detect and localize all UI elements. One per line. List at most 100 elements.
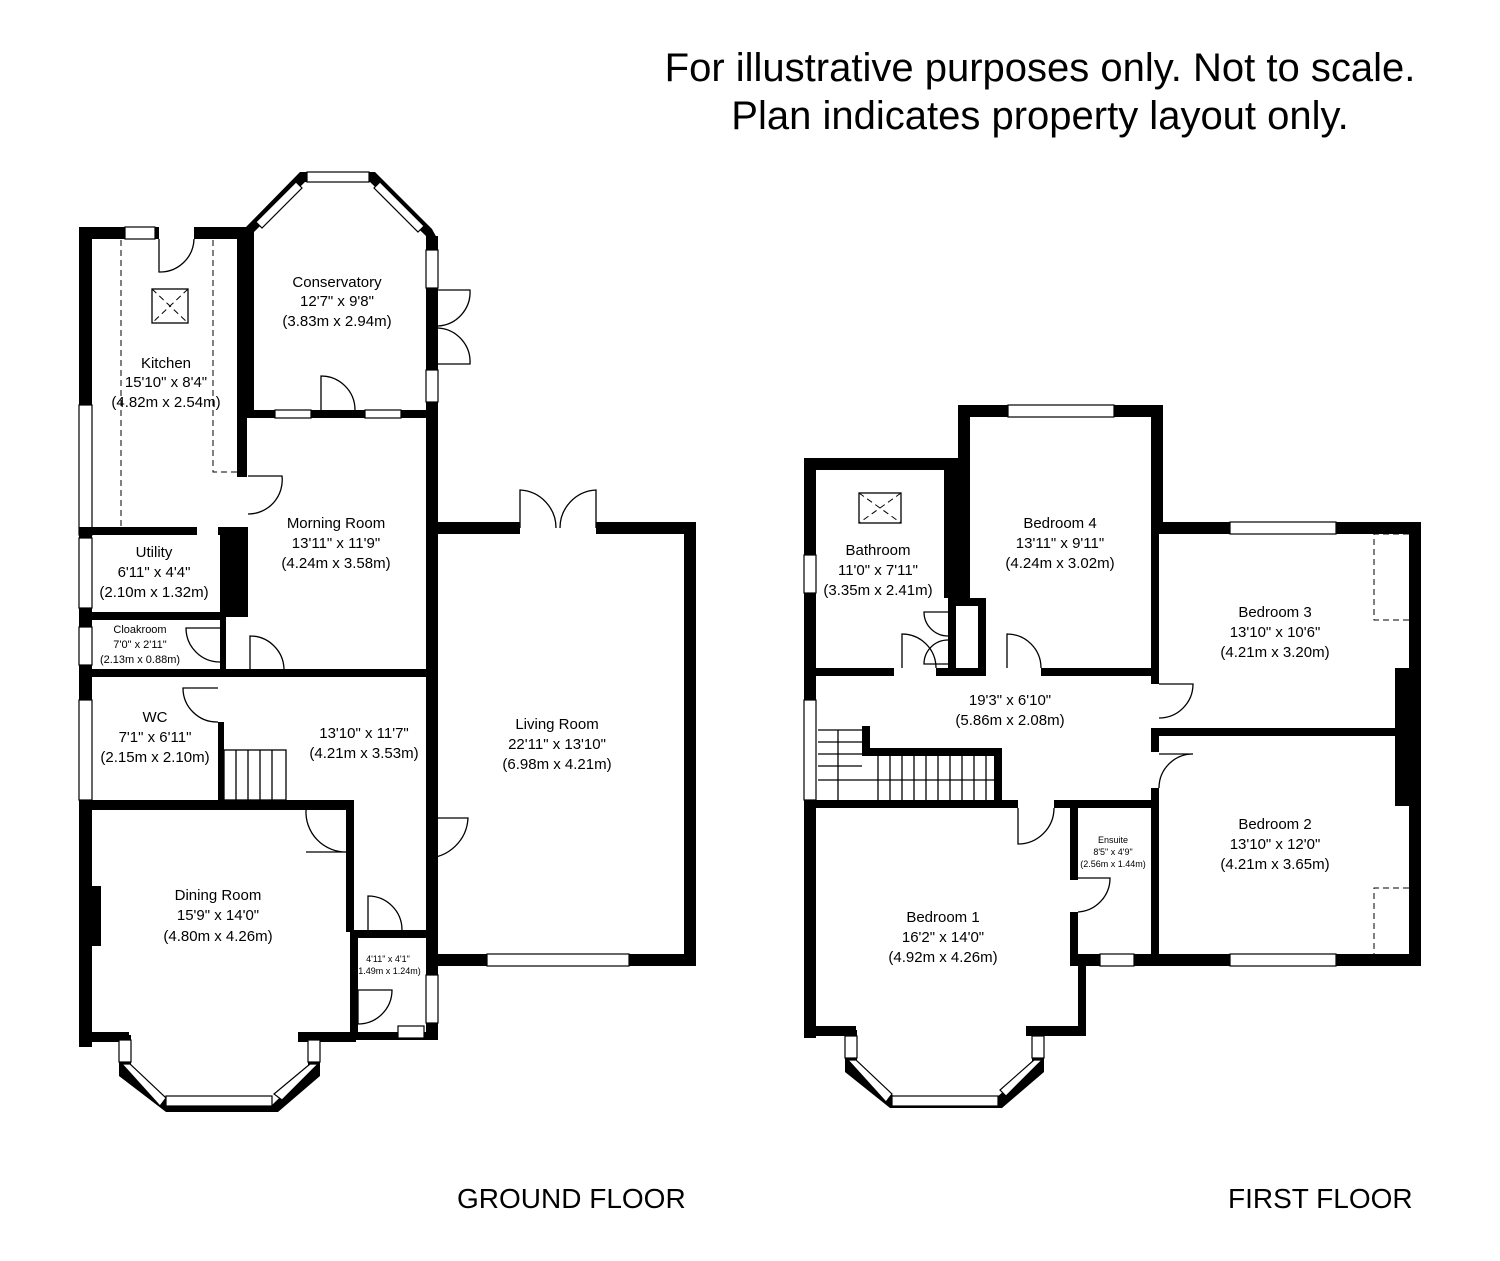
wall — [804, 1026, 856, 1036]
room-size-imperial: 13'10" x 12'0" — [1230, 836, 1321, 853]
window — [999, 1059, 1044, 1097]
wall — [350, 1032, 438, 1040]
wall — [1070, 800, 1078, 880]
window — [1099, 953, 1135, 967]
door — [1158, 683, 1194, 719]
wall — [220, 612, 226, 672]
room-size-imperial: 4'11" x 4'1" — [366, 954, 410, 964]
window — [844, 1035, 858, 1059]
wall — [596, 522, 696, 534]
room-name: Morning Room — [287, 515, 385, 532]
room-size-imperial: 13'11" x 11'9" — [292, 535, 380, 552]
disclaimer: For illustrative purposes only. Not to s… — [600, 44, 1480, 140]
wall — [1151, 788, 1159, 966]
room-size-imperial: 7'0" x 2'11" — [113, 639, 166, 651]
room-size-imperial: 16'2" x 14'0" — [902, 929, 984, 946]
room-name: Living Room — [515, 716, 598, 733]
door — [357, 989, 393, 1025]
wall — [79, 612, 224, 620]
window — [803, 554, 817, 594]
wall — [426, 406, 438, 932]
room-name: WC — [143, 709, 168, 726]
window — [78, 699, 93, 801]
wall — [804, 458, 964, 470]
wall — [994, 748, 1002, 804]
wall — [948, 598, 980, 606]
window — [78, 404, 93, 536]
wall — [220, 527, 248, 617]
window — [846, 1059, 893, 1103]
room-size-metric: (4.24m x 3.02m) — [1005, 555, 1114, 572]
room-size-metric: (4.21m x 3.20m) — [1220, 644, 1329, 661]
first-floor-plan: Bathroom 11'0" x 7'11" (3.35m x 2.41m) B… — [803, 404, 1421, 1108]
room-size-imperial: 6'11" x 4'4" — [118, 564, 191, 581]
ground-floor-plan: Conservatory 12'7" x 9'8" (3.83m x 2.94m… — [78, 171, 696, 1112]
room-size-metric: (6.98m x 4.21m) — [502, 756, 611, 773]
room-size-imperial: 11'0" x 7'11" — [838, 562, 918, 579]
window — [364, 409, 402, 419]
window — [1007, 404, 1115, 418]
door — [437, 289, 471, 327]
first-floor-label: FIRST FLOOR — [1228, 1183, 1413, 1214]
door — [249, 635, 285, 670]
window — [1031, 1035, 1045, 1059]
wardrobe — [1373, 533, 1409, 621]
room-size-imperial: 13'10" x 11'7" — [319, 725, 409, 742]
wall — [1151, 728, 1413, 736]
wall — [1026, 1026, 1086, 1036]
window — [486, 953, 630, 967]
room-size-imperial: 15'10" x 8'4" — [125, 374, 207, 391]
door — [367, 895, 403, 931]
door — [1158, 753, 1194, 789]
door — [559, 489, 597, 529]
room-size-imperial: 15'9" x 14'0" — [177, 907, 259, 924]
chimney — [1395, 668, 1411, 806]
window — [273, 1063, 320, 1101]
wall — [1409, 522, 1421, 966]
chimney — [79, 886, 101, 946]
door — [437, 327, 471, 365]
window — [1229, 521, 1337, 535]
window — [425, 974, 439, 1024]
room-size-metric: (4.82m x 2.54m) — [111, 394, 220, 411]
room-size-metric: (2.13m x 0.88m) — [100, 654, 180, 666]
wall — [948, 598, 956, 676]
wall — [936, 668, 986, 676]
wall — [350, 930, 436, 938]
wall — [79, 527, 197, 535]
wall — [246, 410, 436, 418]
stairs — [818, 729, 862, 767]
window — [78, 626, 93, 666]
stairs — [235, 750, 273, 800]
room-size-metric: (2.10m x 1.32m) — [99, 584, 208, 601]
door — [182, 687, 219, 723]
worktop — [212, 240, 237, 473]
room-size-imperial: 19'3" x 6'10" — [969, 692, 1051, 709]
wall — [1041, 668, 1157, 676]
door — [923, 639, 949, 665]
room-name: Bathroom — [845, 542, 910, 559]
room-size-imperial: 12'7" x 9'8" — [300, 293, 374, 310]
window — [373, 181, 425, 233]
stairs — [818, 730, 994, 800]
wall — [1078, 954, 1086, 1034]
room-name: Utility — [136, 544, 173, 561]
room-name: Cloakroom — [113, 624, 166, 636]
room-name: Bedroom 3 — [1238, 604, 1311, 621]
window — [397, 1025, 425, 1039]
wall — [79, 800, 351, 810]
room-size-metric: (5.86m x 2.08m) — [955, 712, 1064, 729]
skylight — [151, 288, 189, 324]
wall — [224, 669, 430, 677]
skylight — [858, 492, 902, 524]
door — [425, 817, 469, 859]
room-name: Conservatory — [292, 274, 382, 291]
wall — [1151, 405, 1163, 530]
window — [306, 171, 370, 183]
room-name: Bedroom 2 — [1238, 816, 1311, 833]
wall — [958, 405, 970, 605]
room-size-metric: (4.24m x 3.58m) — [281, 555, 390, 572]
wall — [79, 669, 224, 677]
wall — [804, 668, 894, 676]
